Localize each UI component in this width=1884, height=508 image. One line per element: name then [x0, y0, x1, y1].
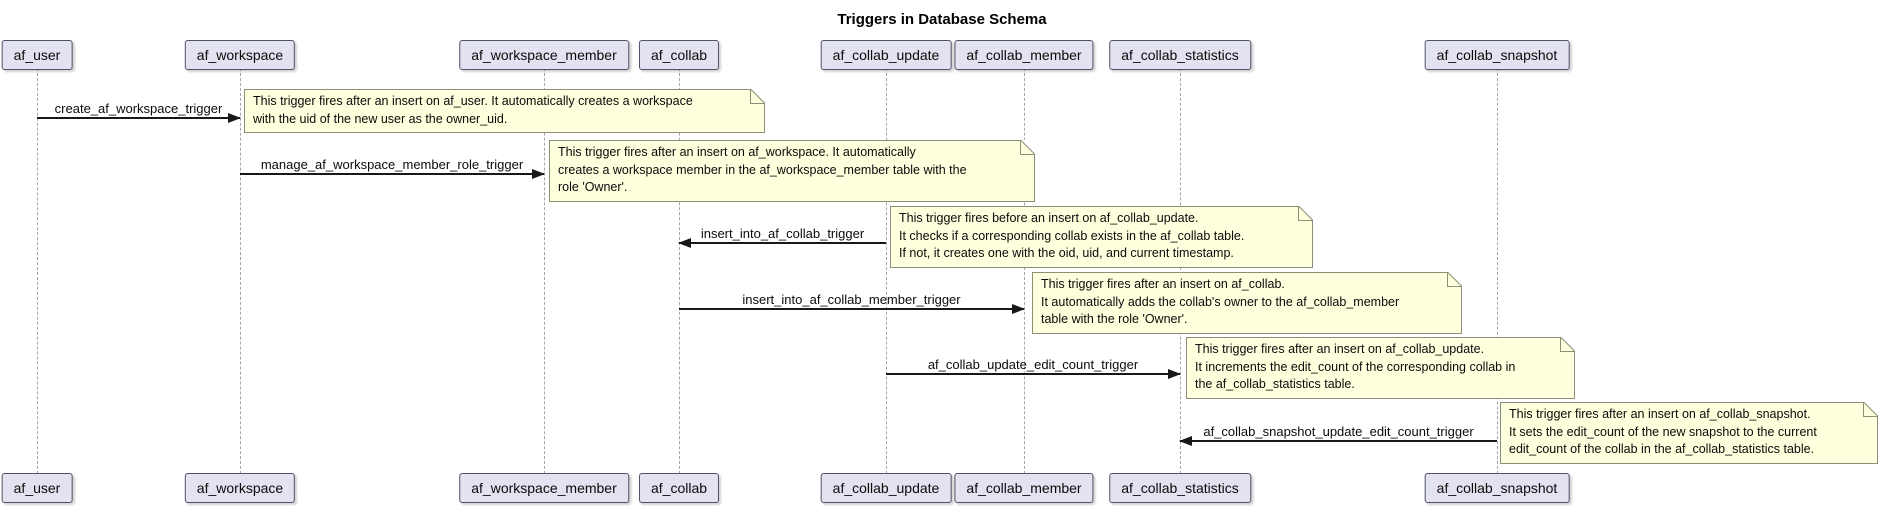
note-text-line: edit_count of the collab in the af_colla… [1509, 442, 1815, 456]
message-af_collab_snapshot_update_edit_count_trigger: af_collab_snapshot_update_edit_count_tri… [1179, 424, 1497, 446]
note-text-line: role 'Owner'. [558, 180, 628, 194]
note-text-line: creates a workspace member in the af_wor… [558, 162, 967, 177]
participant-top-af_workspace: af_workspace [184, 40, 296, 70]
note-text-line: It increments the edit_count of the corr… [1195, 359, 1516, 374]
lifeline-af_collab_statistics [1179, 68, 1181, 474]
lifeline-af_collab_member [1023, 68, 1025, 474]
note-text-line: table with the role 'Owner'. [1041, 312, 1188, 326]
trigger-note: This trigger fires after an insert on af… [1500, 402, 1878, 464]
participant-top-af_collab: af_collab [638, 40, 720, 70]
participant-top-af_workspace_member: af_workspace_member [459, 40, 629, 70]
lifeline-af_workspace [239, 68, 241, 474]
message-label: create_af_workspace_trigger [54, 101, 223, 116]
note-text-line: If not, it creates one with the oid, uid… [899, 246, 1234, 260]
arrowhead-icon [678, 238, 691, 248]
participant-top-af_collab_statistics: af_collab_statistics [1109, 40, 1251, 70]
trigger-note: This trigger fires after an insert on af… [549, 140, 1035, 202]
diagram-title: Triggers in Database Schema [837, 11, 1047, 28]
lifeline-af_collab_snapshot [1496, 68, 1498, 474]
participant-bottom-af_collab_snapshot: af_collab_snapshot [1424, 473, 1570, 503]
message-insert_into_af_collab_trigger: insert_into_af_collab_trigger [678, 226, 886, 248]
message-label: manage_af_workspace_member_role_trigger [260, 157, 524, 172]
message-create_af_workspace_trigger: create_af_workspace_trigger [37, 101, 241, 123]
note-text-line: with the uid of the new user as the owne… [253, 111, 508, 126]
participant-bottom-af_workspace: af_workspace [184, 473, 296, 503]
note-text-line: This trigger fires after an insert on af… [1041, 277, 1285, 291]
note-text-line: This trigger fires before an insert on a… [899, 211, 1199, 225]
lifeline-af_collab_update [885, 68, 887, 474]
note-fold-icon [1020, 140, 1035, 155]
lifeline-af_collab [678, 68, 680, 474]
participant-top-af_user: af_user [1, 40, 73, 70]
lifeline-af_user [36, 68, 38, 474]
note-text-line: This trigger fires after an insert on af… [558, 145, 916, 159]
lifeline-af_workspace_member [543, 68, 545, 474]
participant-bottom-af_collab_update: af_collab_update [820, 473, 952, 503]
arrowhead-icon [1168, 369, 1181, 379]
note-fold-icon [1863, 402, 1878, 417]
trigger-note: This trigger fires after an insert on af… [244, 89, 765, 133]
note-text-line: It sets the edit_count of the new snapsh… [1509, 424, 1817, 439]
arrowhead-icon [1179, 436, 1192, 446]
trigger-note: This trigger fires after an insert on af… [1186, 337, 1575, 399]
note-fold-icon [1298, 206, 1313, 221]
note-fold-icon [750, 89, 765, 104]
arrowhead-icon [532, 169, 545, 179]
participant-bottom-af_workspace_member: af_workspace_member [459, 473, 629, 503]
arrowhead-icon [1012, 304, 1025, 314]
note-fold-icon [1560, 337, 1575, 352]
note-text-line: This trigger fires after an insert on af… [253, 94, 693, 108]
message-manage_af_workspace_member_role_trigger: manage_af_workspace_member_role_trigger [240, 157, 545, 179]
note-text-line: It automatically adds the collab's owner… [1041, 294, 1400, 309]
message-label: af_collab_update_edit_count_trigger [927, 357, 1139, 372]
message-af_collab_update_edit_count_trigger: af_collab_update_edit_count_trigger [886, 357, 1181, 379]
note-fold-icon [1447, 272, 1462, 287]
note-text-line: This trigger fires after an insert on af… [1195, 342, 1485, 356]
message-label: af_collab_snapshot_update_edit_count_tri… [1203, 424, 1474, 439]
note-text-line: This trigger fires after an insert on af… [1509, 407, 1811, 421]
trigger-note: This trigger fires before an insert on a… [890, 206, 1313, 268]
message-label: insert_into_af_collab_trigger [700, 226, 865, 241]
participant-bottom-af_collab: af_collab [638, 473, 720, 503]
arrowhead-icon [228, 113, 241, 123]
participant-top-af_collab_snapshot: af_collab_snapshot [1424, 40, 1570, 70]
note-text-line: the af_collab_statistics table. [1195, 377, 1355, 391]
participant-top-af_collab_update: af_collab_update [820, 40, 952, 70]
participant-bottom-af_user: af_user [1, 473, 73, 503]
trigger-note: This trigger fires after an insert on af… [1032, 272, 1462, 334]
message-label: insert_into_af_collab_member_trigger [742, 292, 961, 307]
participant-bottom-af_collab_statistics: af_collab_statistics [1109, 473, 1251, 503]
note-text-line: It checks if a corresponding collab exis… [899, 228, 1245, 243]
participant-top-af_collab_member: af_collab_member [954, 40, 1094, 70]
participant-bottom-af_collab_member: af_collab_member [954, 473, 1094, 503]
message-insert_into_af_collab_member_trigger: insert_into_af_collab_member_trigger [679, 292, 1025, 314]
